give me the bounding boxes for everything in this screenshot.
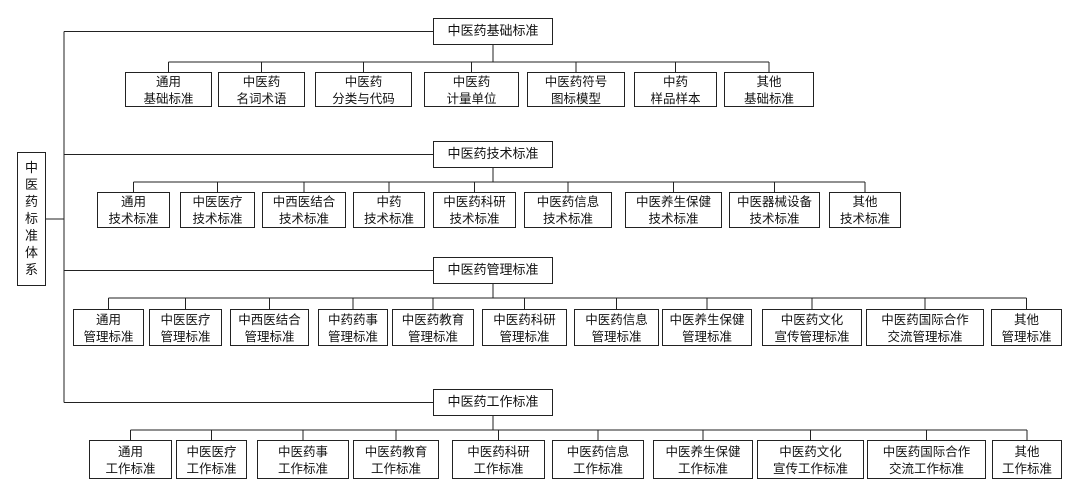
standard-item: 中医药 名词术语 <box>218 72 305 107</box>
standard-item: 其他 技术标准 <box>829 192 901 228</box>
standard-item: 通用 基础标准 <box>125 72 212 107</box>
standard-item: 中医药 计量单位 <box>424 72 519 107</box>
standard-item: 中医药科研 技术标准 <box>433 192 516 228</box>
standard-item: 其他 工作标准 <box>992 440 1062 479</box>
standard-item: 中药药事 管理标准 <box>318 309 388 346</box>
standard-item: 中医药符号 图标模型 <box>527 72 625 107</box>
standard-item: 中医药事 工作标准 <box>257 440 349 479</box>
standard-item: 通用 管理标准 <box>73 309 144 346</box>
standard-item: 中医药国际合作 交流管理标准 <box>866 309 984 346</box>
standard-item: 中医药文化 宣传管理标准 <box>762 309 862 346</box>
standard-item: 中医医疗 工作标准 <box>176 440 247 479</box>
root-node: 中 医 药 标 准 体 系 <box>17 152 46 286</box>
standard-item: 中医医疗 管理标准 <box>149 309 222 346</box>
standard-item: 中西医结合 管理标准 <box>230 309 309 346</box>
standard-item: 中医医疗 技术标准 <box>180 192 255 228</box>
category-header: 中医药管理标准 <box>433 257 553 284</box>
standard-item: 中医养生保健 技术标准 <box>625 192 722 228</box>
standard-item: 中医养生保健 工作标准 <box>653 440 753 479</box>
standard-item: 中医药信息 管理标准 <box>574 309 659 346</box>
standard-item: 中药 技术标准 <box>353 192 425 228</box>
standard-item: 通用 技术标准 <box>97 192 170 228</box>
standard-item: 中药 样品样本 <box>634 72 717 107</box>
standard-item: 通用 工作标准 <box>89 440 172 479</box>
standard-item: 中医养生保健 管理标准 <box>662 309 752 346</box>
category-header: 中医药工作标准 <box>433 389 553 416</box>
standard-item: 中医药信息 工作标准 <box>552 440 644 479</box>
standard-item: 其他 管理标准 <box>991 309 1062 346</box>
standard-item: 中医药 分类与代码 <box>315 72 412 107</box>
standard-item: 中医药科研 工作标准 <box>452 440 545 479</box>
standard-item: 中医药科研 管理标准 <box>482 309 567 346</box>
standard-item: 中医药信息 技术标准 <box>524 192 612 228</box>
category-header: 中医药基础标准 <box>433 18 553 45</box>
standard-item: 其他 基础标准 <box>724 72 814 107</box>
standard-item: 中医药国际合作 交流工作标准 <box>867 440 986 479</box>
standard-item: 中医药文化 宣传工作标准 <box>757 440 864 479</box>
category-header: 中医药技术标准 <box>433 141 553 168</box>
standard-item: 中医器械设备 技术标准 <box>729 192 820 228</box>
standard-item: 中西医结合 技术标准 <box>262 192 346 228</box>
standard-item: 中医药教育 管理标准 <box>392 309 474 346</box>
standard-item: 中医药教育 工作标准 <box>353 440 439 479</box>
